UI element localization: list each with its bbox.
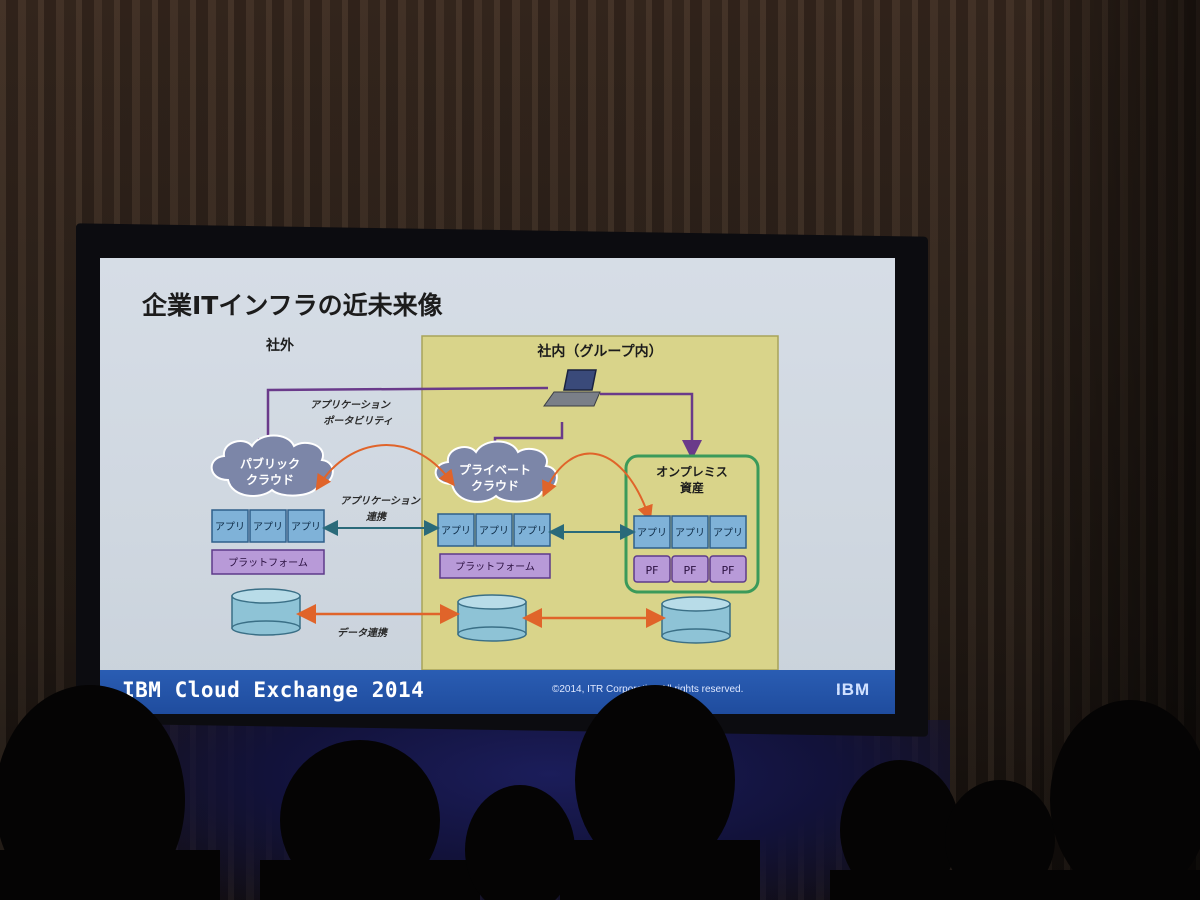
arrow-to-public-cloud [258, 386, 549, 458]
app-label: アプリ [713, 527, 743, 539]
public-database-icon [231, 588, 301, 636]
app-label: アプリ [675, 527, 705, 539]
private-database-icon [457, 594, 527, 642]
app-label: アプリ [637, 527, 667, 539]
orange-curve-left [315, 444, 455, 491]
arrow-to-onprem [600, 392, 702, 460]
app-label: アプリ [479, 525, 509, 537]
architecture-diagram: 社外 社内（グループ内） アプリケーション ポータビリティ パブリック クラウド… [210, 335, 779, 670]
public-apps: アプリ アプリ アプリ プラットフォーム [211, 509, 325, 575]
laptop-icon [543, 369, 601, 407]
app-link-label-1: アプリケーション [340, 495, 421, 507]
private-cloud: プライベート クラウド [434, 440, 558, 503]
app-label: アプリ [517, 525, 547, 537]
portability-label-2: ポータビリティ [323, 415, 392, 427]
inside-label: 社内（グループ内） [536, 343, 662, 360]
pf-label: PF [684, 564, 697, 577]
data-link-label: データ連携 [337, 627, 389, 639]
private-apps: アプリ アプリ アプリ プラットフォーム [437, 513, 551, 579]
app-label: アプリ [291, 521, 321, 533]
presentation-slide: 企業ITインフラの近未来像 社外 社内（グループ内） [100, 258, 895, 714]
app-label: アプリ [253, 521, 283, 533]
public-cloud-label-2: クラウド [246, 473, 294, 487]
orange-curve-right [542, 452, 653, 522]
slide-title: 企業ITインフラの近未来像 [142, 291, 443, 320]
platform-label: プラットフォーム [228, 557, 308, 569]
app-link-label-2: 連携 [366, 511, 388, 523]
copyright-text: ©2014, ITR Corporation All rights reserv… [552, 684, 744, 695]
onprem-label-1: オンプレミス [656, 464, 728, 479]
pf-label: PF [646, 564, 659, 577]
outside-label: 社外 [265, 337, 294, 354]
private-cloud-label-1: プライベート [459, 462, 531, 477]
app-label: アプリ [441, 525, 471, 537]
pf-label: PF [722, 564, 735, 577]
onprem-label-2: 資産 [680, 480, 704, 495]
platform-label: プラットフォーム [455, 561, 535, 573]
ibm-logo: IBM [836, 680, 871, 699]
stage-glow [150, 720, 950, 900]
app-label: アプリ [215, 521, 245, 533]
event-title: IBM Cloud Exchange 2014 [122, 678, 425, 702]
slide-footer: IBM Cloud Exchange 2014 ©2014, ITR Corpo… [100, 670, 895, 714]
public-cloud: パブリック クラウド [210, 434, 334, 497]
curtain-shadow [1040, 0, 1200, 900]
onprem-apps: アプリ アプリ アプリ PF PF PF [633, 515, 747, 583]
onprem-database-icon [661, 596, 731, 644]
private-cloud-label-2: クラウド [471, 479, 519, 493]
public-cloud-label-1: パブリック [240, 456, 300, 471]
portability-label-1: アプリケーション [310, 399, 391, 411]
